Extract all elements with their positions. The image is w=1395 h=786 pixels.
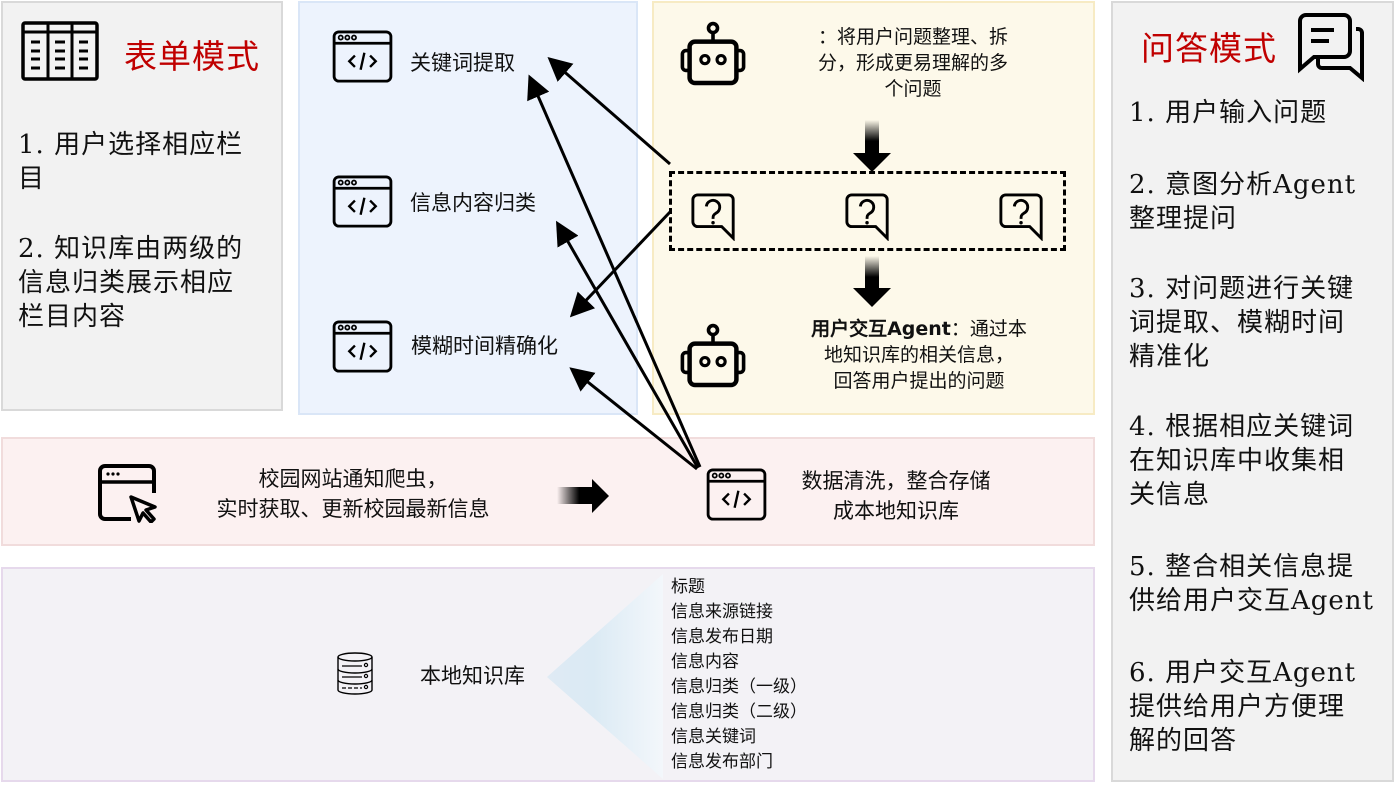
table-icon xyxy=(21,21,99,81)
qa-step-line: 供给用户交互Agent xyxy=(1129,586,1375,616)
qa-mode-title: 问答模式 xyxy=(1141,29,1277,68)
qa-step-line: 2. 意图分析Agent xyxy=(1129,170,1357,200)
form-step-2-line: 2. 知识库由两级的 xyxy=(18,234,244,264)
cleaning-line: 成本地知识库 xyxy=(833,499,959,523)
qa-step-line: 1. 用户输入问题 xyxy=(1129,98,1328,128)
function-content-classification: 信息内容归类 xyxy=(410,191,536,215)
form-step-1: 1. 用户选择相应栏 目 xyxy=(18,128,243,196)
qa-step-line: 精准化 xyxy=(1129,342,1211,372)
kb-field: 信息内容 xyxy=(671,652,739,672)
crawler-line: 实时获取、更新校园最新信息 xyxy=(216,497,490,521)
qa-step-4: 4. 根据相应关键词 在知识库中收集相 关信息 xyxy=(1129,410,1354,512)
qa-step-line: 关信息 xyxy=(1129,480,1211,510)
kb-field: 信息归类（一级） xyxy=(671,677,807,697)
qa-step-line: 词提取、模糊时间 xyxy=(1129,308,1346,338)
qa-step-3: 3. 对问题进行关键 词提取、模糊时间 精准化 xyxy=(1129,272,1354,374)
kb-field: 信息归类（二级） xyxy=(671,702,807,722)
form-step-1-line: 1. 用户选择相应栏 xyxy=(18,130,244,160)
intent-agent-line: 个问题 xyxy=(884,78,942,100)
robot-icon xyxy=(674,20,752,92)
code-window-icon xyxy=(706,468,767,521)
form-step-2-line: 栏目内容 xyxy=(18,302,127,332)
code-window-icon xyxy=(332,30,393,83)
qa-mode-panel xyxy=(1111,1,1394,782)
data-cleaning-description: 数据清洗，整合存储 成本地知识库 xyxy=(776,466,1016,526)
form-mode-title: 表单模式 xyxy=(124,37,260,76)
interaction-agent-name: 用户交互Agent xyxy=(811,318,951,340)
crawler-line: 校园网站通知爬虫， xyxy=(258,467,448,491)
knowledge-base-label: 本地知识库 xyxy=(420,664,525,688)
cleaning-line: 数据清洗，整合存储 xyxy=(801,469,991,493)
kb-field: 信息发布部门 xyxy=(671,752,773,772)
qa-step-line: 在知识库中收集相 xyxy=(1129,446,1346,476)
qa-step-5: 5. 整合相关信息提 供给用户交互Agent xyxy=(1129,550,1374,618)
intent-agent-line: ：将用户问题整理、拆 xyxy=(817,26,1008,48)
kb-field: 信息关键词 xyxy=(671,727,756,747)
function-keyword-extraction: 关键词提取 xyxy=(410,51,515,75)
code-window-icon xyxy=(332,175,393,228)
knowledge-base-panel xyxy=(1,567,1095,782)
robot-icon xyxy=(674,322,752,394)
knowledge-base-fields: 标题 信息来源链接 信息发布日期 信息内容 信息归类（一级） 信息归类（二级） … xyxy=(671,575,807,775)
qa-step-line: 整理提问 xyxy=(1129,204,1238,234)
kb-field: 信息发布日期 xyxy=(671,627,773,647)
qa-step-line: 6. 用户交互Agent xyxy=(1129,658,1357,688)
interaction-agent-line: ：通过本 xyxy=(950,318,1027,340)
expansion-cone xyxy=(547,574,663,779)
interaction-agent-description: 用户交互Agent：通过本 地知识库的相关信息， 回答用户提出的问题 xyxy=(778,316,1060,394)
chat-bubbles-icon xyxy=(1296,12,1368,82)
code-window-icon xyxy=(332,320,393,373)
qa-step-line: 解的回答 xyxy=(1129,726,1238,756)
question-bubble-icon xyxy=(690,193,738,241)
form-step-1-line: 目 xyxy=(18,164,46,194)
qa-step-6: 6. 用户交互Agent 提供给用户方便理 解的回答 xyxy=(1129,656,1356,758)
kb-field: 信息来源链接 xyxy=(671,602,773,622)
question-bubble-icon xyxy=(844,193,892,241)
qa-step-1: 1. 用户输入问题 xyxy=(1129,96,1327,130)
interaction-agent-line: 地知识库的相关信息， xyxy=(823,344,1014,366)
interaction-agent-line: 回答用户提出的问题 xyxy=(833,370,1005,392)
intent-agent-description: ：将用户问题整理、拆 分，形成更易理解的多 个问题 xyxy=(778,24,1048,102)
qa-step-2: 2. 意图分析Agent 整理提问 xyxy=(1129,168,1356,236)
function-fuzzy-time-precision: 模糊时间精确化 xyxy=(411,334,558,358)
qa-step-line: 5. 整合相关信息提 xyxy=(1129,552,1355,582)
qa-step-line: 提供给用户方便理 xyxy=(1129,692,1346,722)
form-step-2: 2. 知识库由两级的 信息归类展示相应 栏目内容 xyxy=(18,232,243,334)
browser-cursor-icon xyxy=(97,463,159,523)
database-icon xyxy=(332,651,378,697)
qa-step-line: 4. 根据相应关键词 xyxy=(1129,412,1355,442)
crawler-description: 校园网站通知爬虫， 实时获取、更新校园最新信息 xyxy=(168,464,538,524)
qa-step-line: 3. 对问题进行关键 xyxy=(1129,274,1355,304)
form-step-2-line: 信息归类展示相应 xyxy=(18,268,235,298)
intent-agent-line: 分，形成更易理解的多 xyxy=(817,52,1008,74)
kb-field: 标题 xyxy=(671,577,705,597)
question-bubble-icon xyxy=(998,193,1046,241)
